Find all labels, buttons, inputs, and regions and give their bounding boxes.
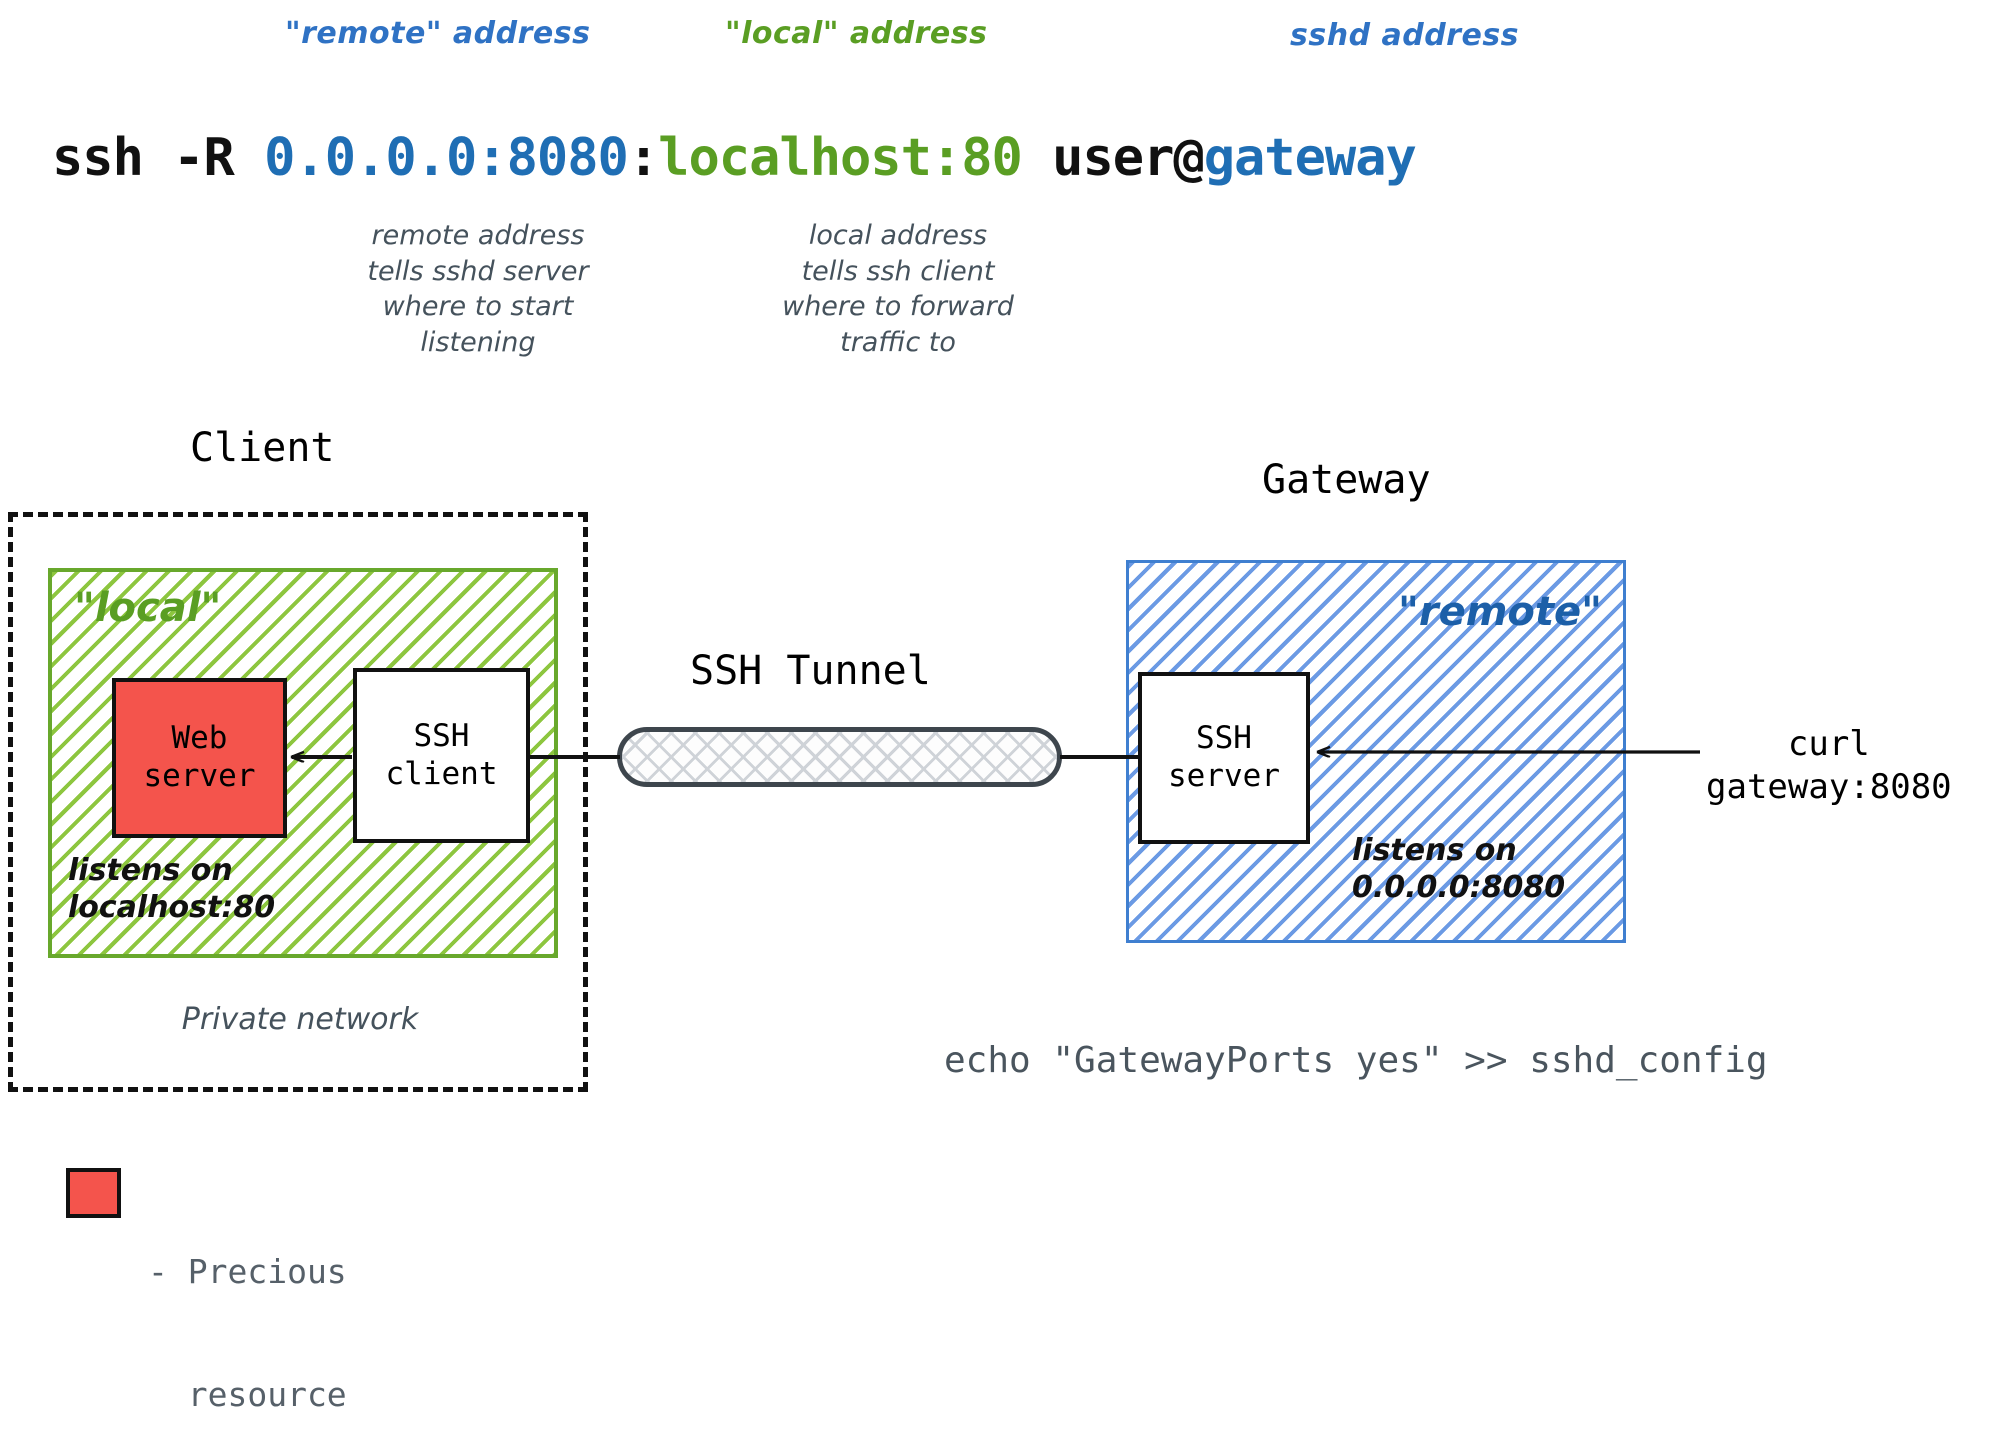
annotation-remote-address: remote address tells sshd server where t… [367,218,588,361]
client-listens-line-1: listens on [68,853,233,888]
web-server-label-line-2: server [143,758,256,794]
legend-label-line-1: - Precious [148,1251,347,1291]
ssh-server-box: SSH server [1138,672,1310,844]
gateway-title: Gateway [1262,457,1431,503]
ssh-command-line: ssh -R 0.0.0.0:8080:localhost:80 user@ga… [52,128,1417,188]
top-label-local-address: "local" address [725,16,988,51]
cmd-part-user-at: user@ [1021,128,1205,188]
gateway-listens-line-2: 0.0.0.0:8080 [1352,869,1566,905]
annotation-remote-line-1: remote address [371,220,585,251]
client-listens-note: listens on localhost:80 [68,853,275,926]
web-server-label: Web server [144,720,256,796]
annotation-remote-line-3: where to start [382,291,574,323]
private-network-label: Private network [181,1002,419,1037]
ssh-client-label: SSH client [386,718,498,794]
annotation-local-line-2: tells ssh client [801,255,995,287]
top-label-remote-address: "remote" address [285,16,591,51]
ssh-client-label-line-1: SSH [413,717,470,754]
web-server-label-line-1: Web [171,720,228,757]
ssh-server-label: SSH server [1168,720,1280,796]
client-local-zone [48,568,558,958]
annotation-remote-line-4: listening [420,326,536,358]
ssh-tunnel-title: SSH Tunnel [690,648,931,694]
client-zone-label: "local" [74,585,222,631]
ssh-client-box: SSH client [353,668,530,843]
sshd-config-command: echo "GatewayPorts yes" >> sshd_config [944,1040,1768,1081]
gateway-zone-label: "remote" [1398,589,1602,635]
curl-line-2: gateway:8080 [1706,766,1952,807]
legend-color-swatch [66,1168,121,1218]
web-server-box: Web server [112,678,287,838]
client-listens-line-2: localhost:80 [68,889,276,925]
annotation-local-address: local address tells ssh client where to … [782,218,1014,361]
ssh-tunnel-pipe [617,727,1062,787]
curl-command-label: curl gateway:8080 [1706,723,1952,808]
top-label-sshd-address: sshd address [1290,18,1520,53]
ssh-server-label-line-2: server [1168,758,1280,794]
cmd-part-local-address: localhost:80 [658,128,1023,188]
ssh-client-label-line-2: client [385,755,498,792]
gateway-listens-line-1: listens on [1352,833,1517,868]
annotation-remote-line-2: tells sshd server [367,255,589,287]
legend-label: - Precious resource [148,1170,347,1456]
legend-label-line-2: resource [148,1374,347,1414]
cmd-part-gateway-host: gateway [1203,128,1417,188]
cmd-part-colon: : [627,128,659,188]
gateway-listens-note: listens on 0.0.0.0:8080 [1352,833,1565,906]
private-network-box [8,512,588,1092]
cmd-part-remote-address: 0.0.0.0:8080 [264,128,629,188]
curl-line-1: curl [1787,724,1870,764]
annotation-local-line-3: where to forward [782,291,1014,323]
annotation-local-line-4: traffic to [840,326,956,358]
cmd-part-ssh-r: ssh -R [52,128,265,188]
ssh-server-label-line-1: SSH [1195,720,1252,757]
annotation-local-line-1: local address [808,220,988,251]
client-title: Client [190,425,335,471]
